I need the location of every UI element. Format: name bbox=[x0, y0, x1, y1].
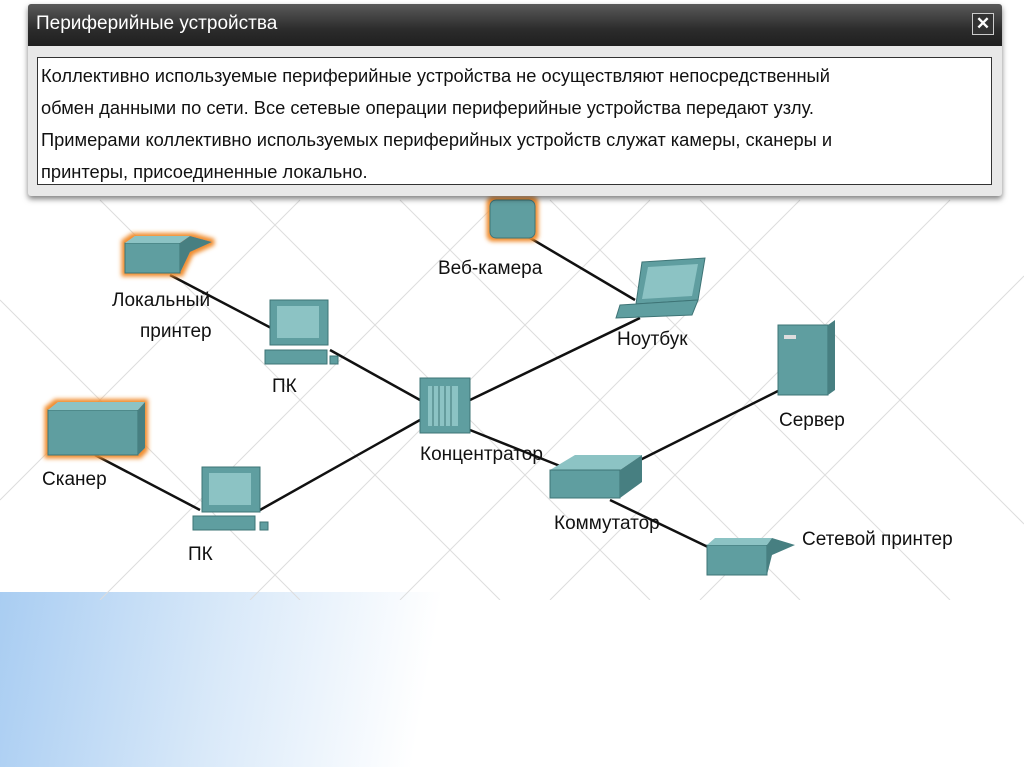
switch-icon[interactable] bbox=[549, 455, 642, 499]
pc-icon[interactable] bbox=[192, 466, 269, 531]
info-dialog: Периферийные устройства ✕ Коллективно ис… bbox=[28, 4, 1002, 196]
server-icon[interactable] bbox=[777, 320, 835, 396]
local-printer-icon[interactable] bbox=[124, 236, 212, 274]
close-button[interactable]: ✕ bbox=[972, 13, 994, 35]
scanner-icon[interactable] bbox=[47, 402, 145, 456]
pc2-label: ПК bbox=[188, 544, 213, 565]
text-line: Примерами коллективно используемых периф… bbox=[41, 129, 833, 150]
local-printer-label-2: принтер bbox=[140, 321, 212, 342]
connection-lines bbox=[94, 233, 781, 550]
switch-label: Коммутатор bbox=[554, 513, 660, 534]
network-printer-icon[interactable] bbox=[706, 538, 795, 576]
text-line: принтеры, присоединенные локально. bbox=[41, 161, 368, 182]
network-printer-label: Сетевой принтер bbox=[802, 529, 953, 550]
hub-label: Концентратор bbox=[420, 444, 543, 465]
webcam-label: Веб-камера bbox=[438, 258, 543, 279]
hub-icon[interactable] bbox=[419, 377, 471, 434]
scanner-label: Сканер bbox=[42, 469, 107, 490]
webcam-icon[interactable] bbox=[489, 199, 536, 239]
server-label: Сервер bbox=[779, 410, 845, 431]
dialog-title-bar: Периферийные устройства ✕ bbox=[28, 4, 1002, 46]
network-diagram: Веб-камера Локальный принтер ПК Концентр… bbox=[0, 199, 1024, 600]
text-line: Коллективно используемые периферийные ус… bbox=[41, 65, 830, 86]
pc-icon[interactable] bbox=[264, 299, 339, 365]
pc1-label: ПК bbox=[272, 376, 297, 397]
dialog-text: Коллективно используемые периферийные ус… bbox=[37, 57, 992, 185]
laptop-icon[interactable] bbox=[615, 257, 706, 319]
background-gradient bbox=[0, 592, 1024, 767]
close-icon: ✕ bbox=[975, 14, 991, 33]
dialog-title: Периферийные устройства bbox=[36, 13, 278, 34]
laptop-label: Ноутбук bbox=[617, 329, 688, 350]
local-printer-label: Локальный bbox=[112, 290, 210, 311]
text-line: обмен данными по сети. Все сетевые опера… bbox=[41, 97, 814, 118]
